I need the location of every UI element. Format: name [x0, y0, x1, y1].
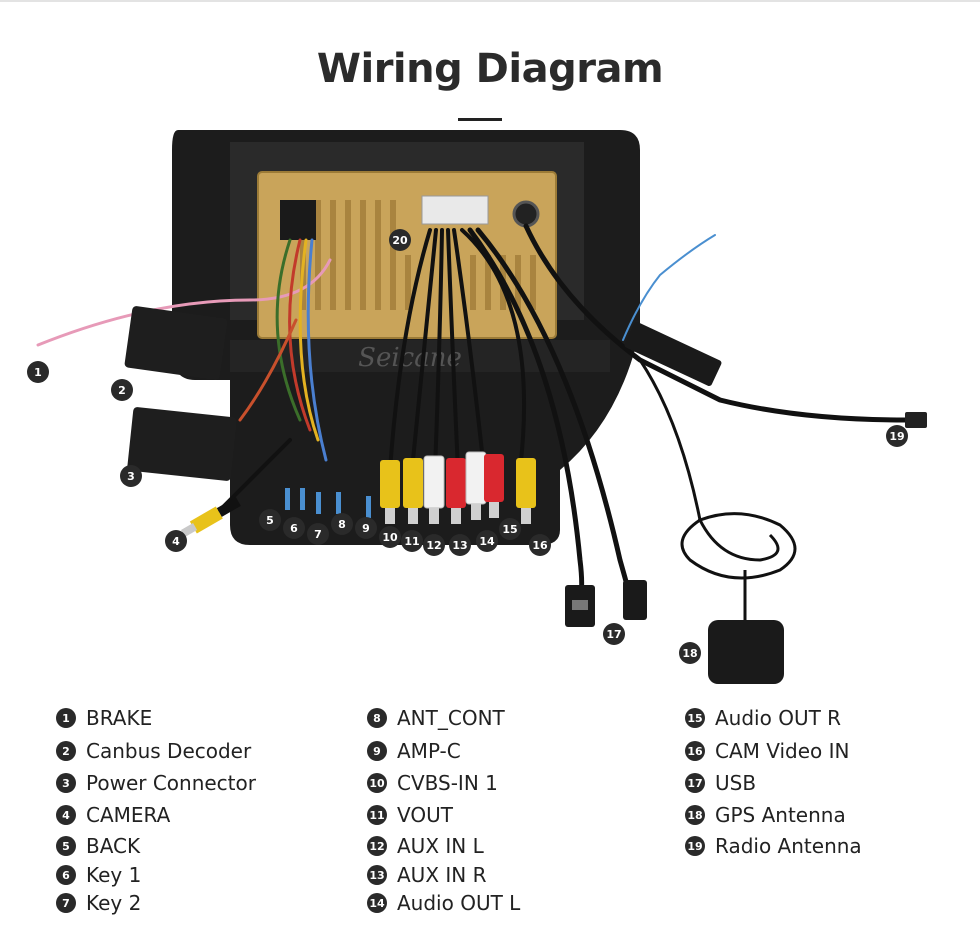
legend-label: GPS Antenna: [715, 803, 846, 827]
legend-item-brake: 1 BRAKE: [56, 705, 152, 731]
legend-item-key-1: 6 Key 1: [56, 862, 141, 888]
legend-label: CAM Video IN: [715, 739, 850, 763]
legend-label: AUX IN R: [397, 863, 487, 887]
title-underline: [458, 118, 502, 121]
rca-plugs: [380, 451, 536, 524]
callout-13: 13: [452, 539, 467, 552]
legend-item-radio-antenna: 19 Radio Antenna: [685, 833, 862, 859]
legend-number: 19: [685, 836, 705, 856]
legend-label: Radio Antenna: [715, 834, 862, 858]
callout-17: 17: [606, 628, 621, 641]
antenna-socket: [512, 200, 540, 228]
legend-number: 12: [367, 836, 387, 856]
legend-number: 11: [367, 805, 387, 825]
legend-label: AMP-C: [397, 739, 461, 763]
legend-item-ant-cont: 8 ANT_CONT: [367, 705, 505, 731]
wire-terminals: [285, 488, 371, 518]
legend-item-canbus-decoder: 2 Canbus Decoder: [56, 738, 251, 764]
legend-number: 18: [685, 805, 705, 825]
legend-item-audio-out-l: 14 Audio OUT L: [367, 890, 520, 916]
callout-16: 16: [532, 539, 548, 552]
callout-3: 3: [127, 470, 135, 483]
legend-item-cam-video-in: 16 CAM Video IN: [685, 738, 850, 764]
power-connector: [127, 407, 237, 481]
legend-number: 16: [685, 741, 705, 761]
legend-number: 5: [56, 836, 76, 856]
legend-label: CVBS-IN 1: [397, 771, 498, 795]
legend-number: 2: [56, 741, 76, 761]
legend-item-usb: 17 USB: [685, 770, 756, 796]
legend-label: AUX IN L: [397, 834, 484, 858]
legend-item-amp-c: 9 AMP-C: [367, 738, 461, 764]
callout-2: 2: [118, 384, 126, 397]
callout-10: 10: [382, 531, 398, 544]
brand-watermark: Seicane: [358, 343, 462, 373]
legend-item-back: 5 BACK: [56, 833, 140, 859]
legend-item-vout: 11 VOUT: [367, 802, 453, 828]
callout-19: 19: [889, 430, 904, 443]
legend-item-aux-in-l: 12 AUX IN L: [367, 833, 484, 859]
legend-label: USB: [715, 771, 757, 795]
wiring-illustration: Seicane: [27, 130, 927, 684]
callout-11: 11: [404, 535, 419, 548]
canbus-decoder-box: [124, 306, 228, 380]
antenna-adapter: [624, 322, 722, 386]
legend-number: 17: [685, 773, 705, 793]
callout-1: 1: [34, 366, 42, 379]
legend-item-key-2: 7 Key 2: [56, 890, 141, 916]
legend-label: Audio OUT R: [715, 706, 842, 730]
callout-4: 4: [172, 535, 180, 548]
page-title: Wiring Diagram: [316, 46, 664, 92]
radio-antenna-plug: [905, 412, 927, 428]
callout-8: 8: [338, 518, 346, 531]
wire-gps: [638, 358, 702, 522]
legend-label: VOUT: [397, 803, 453, 827]
legend-label: BACK: [86, 834, 141, 858]
legend-label: Canbus Decoder: [86, 739, 252, 763]
callout-12: 12: [426, 539, 441, 552]
camera-rca: [180, 497, 241, 537]
legend-label: Audio OUT L: [397, 891, 521, 915]
legend-label: Key 1: [86, 863, 142, 887]
usb-plug-2: [623, 580, 647, 620]
legend-number: 3: [56, 773, 76, 793]
callout-9: 9: [362, 522, 370, 535]
callout-5: 5: [266, 514, 274, 527]
gps-antenna-puck: [708, 620, 784, 684]
callout-14: 14: [479, 535, 495, 548]
legend-item-power-connector: 3 Power Connector: [56, 770, 256, 796]
gps-cable-coil: [680, 512, 797, 580]
legend-label: ANT_CONT: [397, 706, 505, 730]
legend-number: 7: [56, 893, 76, 913]
callout-15: 15: [502, 523, 517, 536]
legend-number: 13: [367, 865, 387, 885]
legend-label: Key 2: [86, 891, 142, 915]
callout-6: 6: [290, 522, 298, 535]
legend-label: CAMERA: [86, 803, 171, 827]
callout-7: 7: [314, 528, 322, 541]
callout-20: 20: [392, 234, 408, 247]
main-plug: [280, 200, 316, 240]
legend-number: 6: [56, 865, 76, 885]
legend-item-audio-out-r: 15 Audio OUT R: [685, 705, 841, 731]
legend-number: 14: [367, 893, 387, 913]
callout-18: 18: [682, 647, 697, 660]
legend-item-aux-in-r: 13 AUX IN R: [367, 862, 487, 888]
legend-number: 15: [685, 708, 705, 728]
legend-label: Power Connector: [86, 771, 256, 795]
legend-item-cvbs-in-1: 10 CVBS-IN 1: [367, 770, 498, 796]
legend-number: 4: [56, 805, 76, 825]
legend-number: 10: [367, 773, 387, 793]
wire-radio-antenna: [523, 223, 908, 423]
legend-label: BRAKE: [86, 706, 153, 730]
legend-number: 1: [56, 708, 76, 728]
legend-number: 8: [367, 708, 387, 728]
legend-number: 9: [367, 741, 387, 761]
center-plug: [421, 195, 489, 225]
legend-item-gps-antenna: 18 GPS Antenna: [685, 802, 846, 828]
legend-item-camera: 4 CAMERA: [56, 802, 170, 828]
top-divider: [0, 0, 980, 2]
